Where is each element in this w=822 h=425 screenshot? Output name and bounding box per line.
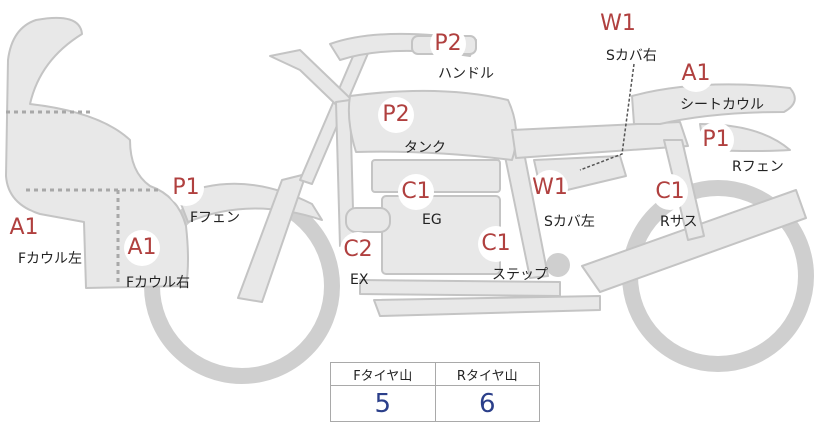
- code-f-fender: P1: [168, 170, 204, 206]
- front-tread-label: Fタイヤ山: [330, 361, 436, 387]
- name-f-fender: Fフェン: [190, 210, 241, 226]
- tread-value-row: 5 6: [330, 385, 540, 422]
- name-exhaust: EX: [350, 272, 369, 288]
- front-tread-value: 5: [330, 385, 436, 422]
- name-s-cover-l: Sカバ左: [544, 214, 595, 230]
- code-s-cover-l: W1: [532, 170, 568, 206]
- name-r-susp: Rサス: [660, 214, 698, 230]
- name-handle: ハンドル: [438, 66, 494, 82]
- name-seat-cowl: シートカウル: [680, 97, 764, 113]
- rear-tread-label: Rタイヤ山: [434, 361, 540, 387]
- name-s-cover-r: Sカバ右: [606, 48, 657, 64]
- name-step: ステップ: [492, 267, 548, 283]
- code-handle: P2: [430, 26, 466, 62]
- wheel-hub-dot-rear: [546, 253, 570, 277]
- engine-block: [371, 159, 501, 193]
- code-f-cowl-r: A1: [124, 230, 160, 266]
- code-tank: P2: [378, 97, 414, 133]
- swing-arm: [581, 189, 807, 293]
- code-engine: C1: [398, 174, 434, 210]
- code-s-cover-r: W1: [600, 6, 636, 42]
- name-tank: タンク: [404, 140, 446, 156]
- tread-header-row: Fタイヤ山 Rタイヤ山: [330, 361, 540, 387]
- tire-tread-table: Fタイヤ山 Rタイヤ山 5 6: [330, 361, 540, 422]
- exhaust-pipe-top: [345, 207, 391, 233]
- seat-frame: [511, 121, 689, 159]
- name-f-cowl-l: Fカウル左: [18, 251, 83, 267]
- code-r-susp: C1: [652, 174, 688, 210]
- s-cover-pointer: [579, 63, 635, 171]
- name-engine: EG: [422, 212, 442, 228]
- rear-tread-value: 6: [434, 385, 540, 422]
- name-f-cowl-r: Fカウル右: [126, 275, 191, 291]
- front-cowl-shape: [5, 16, 189, 289]
- code-exhaust: C2: [340, 232, 376, 268]
- code-f-cowl-l: A1: [6, 210, 42, 246]
- name-r-fender: Rフェン: [732, 159, 784, 175]
- code-seat-cowl: A1: [678, 56, 714, 92]
- frame-bottom: [373, 295, 601, 317]
- code-step: C1: [478, 226, 514, 262]
- front-fork: [237, 173, 307, 303]
- code-r-fender: P1: [698, 122, 734, 158]
